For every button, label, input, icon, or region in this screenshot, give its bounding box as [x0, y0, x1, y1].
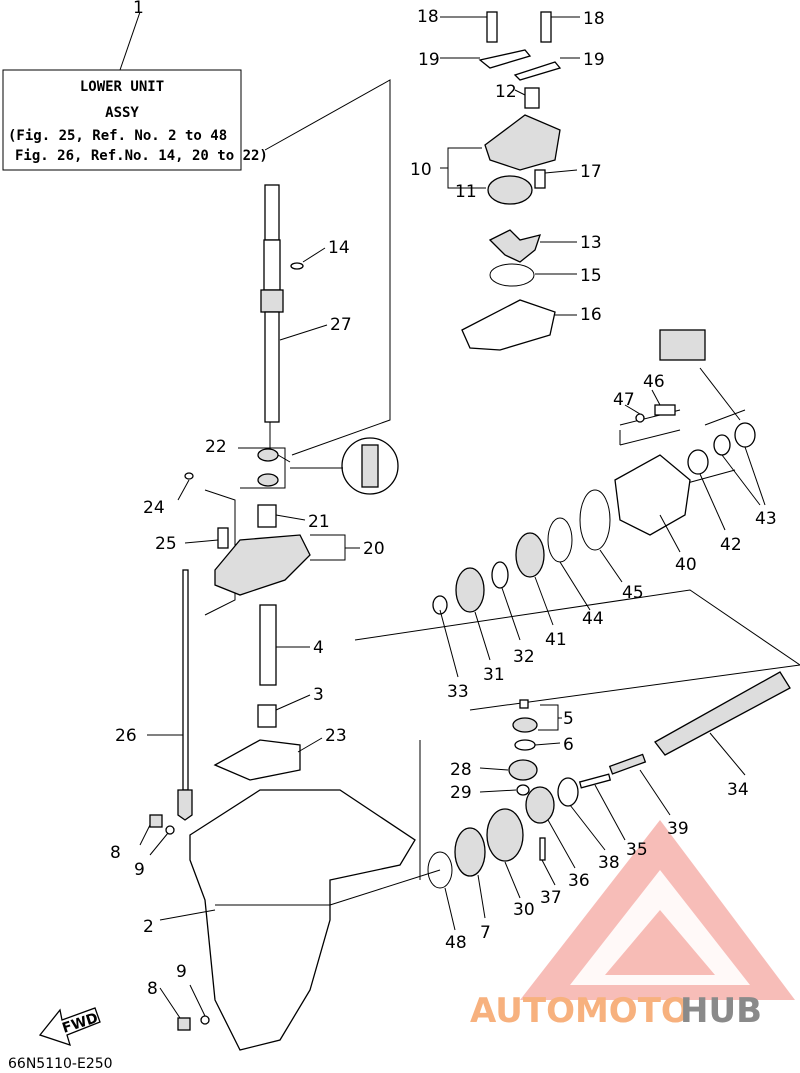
water-pump-parts [461, 11, 562, 351]
label-45: 45 [622, 583, 644, 603]
label-41: 41 [545, 630, 567, 650]
label-46: 46 [643, 372, 665, 392]
label-42: 42 [720, 535, 742, 555]
label-22: 22 [205, 437, 227, 457]
label-34: 34 [727, 780, 749, 800]
title-line-4: Fig. 26, Ref.No. 14, 20 to 22) [15, 148, 268, 164]
lower-case [149, 789, 416, 1051]
part-labels: 18 18 19 19 12 10 11 17 13 15 16 14 27 2… [110, 7, 777, 999]
label-37: 37 [540, 888, 562, 908]
label-20: 20 [363, 539, 385, 559]
label-12: 12 [495, 82, 517, 102]
label-18b: 18 [583, 9, 605, 29]
label-32: 32 [513, 647, 535, 667]
title-line-2: ASSY [105, 105, 139, 121]
fwd-label: FWD [60, 1010, 100, 1037]
title-box: 1 LOWER UNIT ASSY (Fig. 25, Ref. No. 2 t… [2, 0, 268, 171]
watermark-part2: HUB [680, 991, 762, 1031]
leader-lines [139, 16, 766, 1019]
label-14: 14 [328, 238, 350, 258]
label-5: 5 [563, 709, 574, 729]
label-19a: 19 [418, 50, 440, 70]
label-27: 27 [330, 315, 352, 335]
title-ref-label: 1 [133, 0, 144, 18]
label-44: 44 [582, 609, 604, 629]
left-column-parts [177, 262, 399, 821]
label-15: 15 [580, 266, 602, 286]
label-3: 3 [313, 685, 324, 705]
label-28: 28 [450, 760, 472, 780]
label-19b: 19 [583, 50, 605, 70]
drive-shaft [260, 184, 284, 423]
label-6: 6 [563, 735, 574, 755]
label-38: 38 [598, 853, 620, 873]
gear-bearing-parts [329, 329, 791, 906]
label-43: 43 [755, 509, 777, 529]
label-4: 4 [313, 638, 324, 658]
label-13: 13 [580, 233, 602, 253]
label-17: 17 [580, 162, 602, 182]
label-21: 21 [308, 512, 330, 532]
label-9a: 9 [134, 860, 145, 880]
fwd-arrow-icon: FWD [38, 1007, 101, 1047]
label-7: 7 [480, 923, 491, 943]
label-26: 26 [115, 726, 137, 746]
label-40: 40 [675, 555, 697, 575]
label-11: 11 [455, 182, 477, 202]
watermark-logo-icon [520, 820, 795, 1000]
label-48: 48 [445, 933, 467, 953]
label-2: 2 [143, 917, 154, 937]
label-8b: 8 [147, 979, 158, 999]
label-8a: 8 [110, 843, 121, 863]
title-line-1: LOWER UNIT [80, 79, 164, 95]
label-9b: 9 [176, 962, 187, 982]
label-47: 47 [613, 390, 635, 410]
label-33: 33 [447, 682, 469, 702]
label-30: 30 [513, 900, 535, 920]
diagram-code: 66N5110-E250 [8, 1056, 113, 1072]
label-36: 36 [568, 871, 590, 891]
label-10: 10 [410, 160, 432, 180]
watermark-part1: AUTOMOTO [470, 991, 690, 1031]
label-35: 35 [626, 840, 648, 860]
label-16: 16 [580, 305, 602, 325]
label-18a: 18 [417, 7, 439, 27]
watermark-text: AUTOMOTO HUB [470, 991, 762, 1031]
label-39: 39 [667, 819, 689, 839]
label-24: 24 [143, 498, 165, 518]
label-23: 23 [325, 726, 347, 746]
label-31: 31 [483, 665, 505, 685]
label-29: 29 [450, 783, 472, 803]
label-25: 25 [155, 534, 177, 554]
title-line-3: (Fig. 25, Ref. No. 2 to 48 [8, 128, 227, 144]
